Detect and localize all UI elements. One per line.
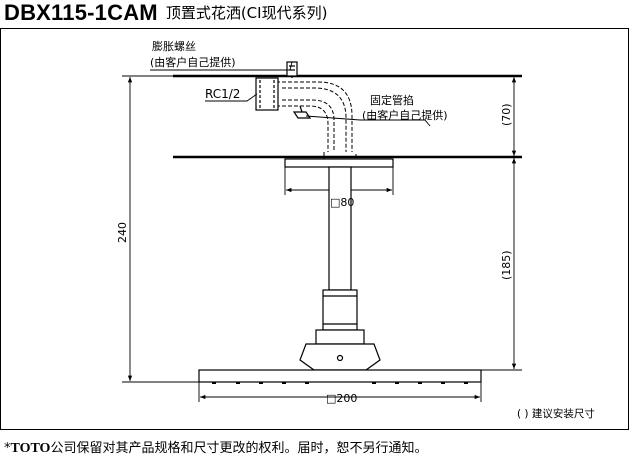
model-number: DBX115-1CAM	[4, 0, 158, 25]
brand-name: TOTO	[10, 441, 51, 456]
expansion-bolt-label: 膨胀螺丝	[152, 39, 196, 53]
thread-label: RC1/2	[205, 87, 240, 101]
footnote-text: 公司保留对其产品规格和尺寸更改的权利。届时，恕不另行通知。	[50, 441, 428, 456]
product-name: 顶置式花洒(CI现代系列)	[165, 4, 328, 22]
installation-dimensions	[481, 77, 522, 371]
pipe-clamp-note: (由客户自己提供)	[362, 108, 448, 122]
lower-height-label: (185)	[500, 250, 513, 280]
drawing-frame	[0, 28, 629, 430]
concealed-pipe	[276, 81, 357, 167]
page-title: DBX115-1CAM 顶置式花洒(CI现代系列)	[4, 0, 327, 26]
footnote-marker: *	[4, 441, 11, 456]
legend-note: ( ) 建议安装尺寸	[517, 407, 595, 420]
total-height-label: 240	[116, 222, 129, 243]
expansion-bolt-note: (由客户自己提供)	[150, 55, 236, 69]
leader-lines	[150, 61, 431, 127]
total-height-dimension	[122, 75, 199, 383]
shower-arm	[299, 166, 381, 371]
shower-head	[198, 369, 482, 402]
head-size-label: □200	[326, 392, 357, 405]
pipe-clamp	[292, 105, 312, 119]
flange-size-label: □80	[330, 196, 354, 209]
thread-end	[255, 77, 279, 111]
expansion-bolt	[286, 61, 298, 80]
upper-height-label: (70)	[500, 103, 513, 126]
pipe-clamp-label: 固定管掐	[370, 93, 414, 107]
footnote: *TOTO公司保留对其产品规格和尺寸更改的权利。届时，恕不另行通知。	[4, 437, 427, 457]
